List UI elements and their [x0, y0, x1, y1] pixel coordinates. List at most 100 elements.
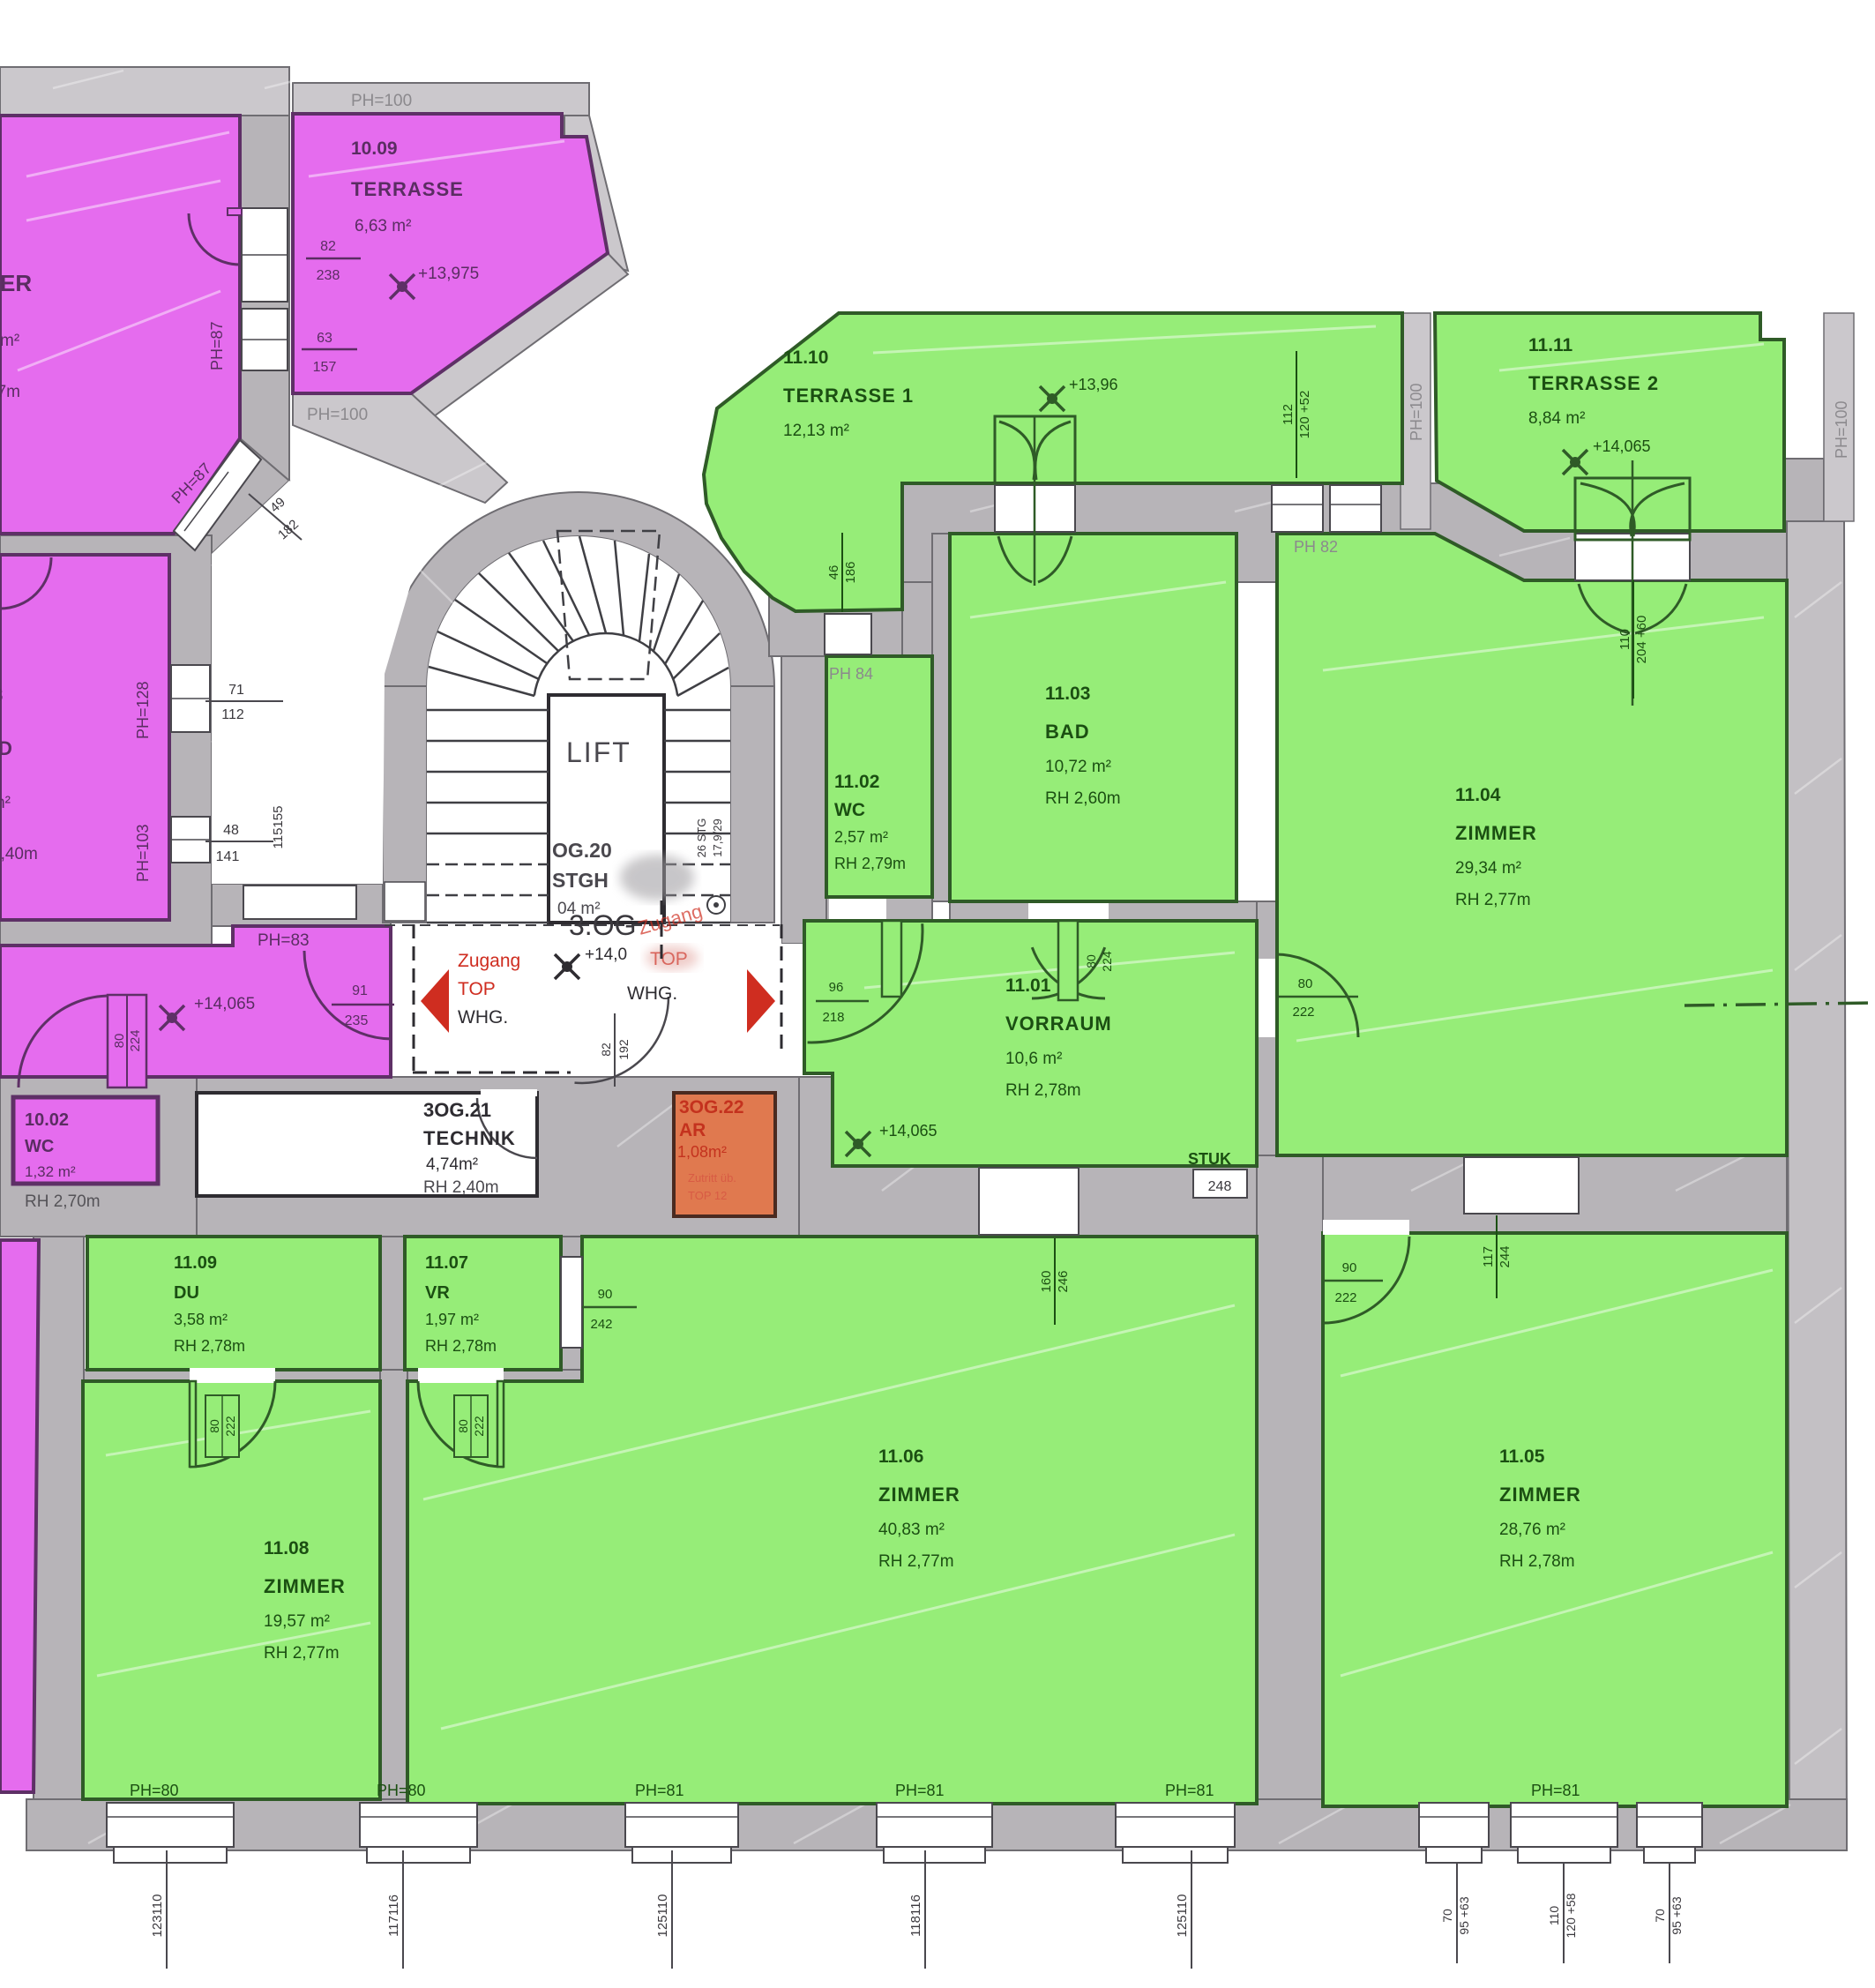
svg-text:96: 96 — [829, 980, 844, 995]
svg-text:141: 141 — [216, 849, 240, 864]
svg-text:125110: 125110 — [655, 1895, 670, 1938]
svg-text:Zutritt üb.: Zutritt üb. — [688, 1171, 736, 1185]
svg-text:12,13 m²: 12,13 m² — [783, 422, 849, 440]
svg-text:TOP: TOP — [458, 979, 496, 999]
svg-text:95 +63: 95 +63 — [1670, 1896, 1684, 1934]
svg-text:77m: 77m — [0, 383, 20, 401]
svg-text:157: 157 — [313, 360, 337, 375]
svg-text:46: 46 — [826, 565, 841, 580]
svg-text:PH 82: PH 82 — [1294, 538, 1338, 556]
svg-text:11.08: 11.08 — [264, 1538, 310, 1558]
svg-text:RH 2,77m: RH 2,77m — [264, 1644, 340, 1663]
svg-text:ZIMMER: ZIMMER — [878, 1484, 960, 1506]
svg-text:ER: ER — [0, 270, 32, 296]
svg-text:WC: WC — [25, 1137, 54, 1156]
svg-text:186: 186 — [843, 561, 858, 583]
svg-text:AR: AR — [679, 1120, 706, 1140]
svg-text:80: 80 — [112, 1034, 127, 1049]
svg-text:3OG.22: 3OG.22 — [679, 1097, 744, 1117]
svg-text:TOP 12: TOP 12 — [688, 1189, 727, 1202]
svg-text:04 m²: 04 m² — [557, 900, 601, 918]
svg-text:PH=81: PH=81 — [1531, 1782, 1580, 1799]
svg-text:11.10: 11.10 — [783, 348, 828, 368]
svg-text:19,57 m²: 19,57 m² — [264, 1612, 330, 1631]
svg-text:ZIMMER: ZIMMER — [1455, 822, 1537, 844]
svg-text:222: 222 — [472, 1416, 486, 1437]
svg-text:PH=81: PH=81 — [1165, 1782, 1214, 1799]
svg-text:117: 117 — [1481, 1246, 1496, 1267]
svg-text:238: 238 — [317, 268, 340, 283]
svg-text:17,9/29: 17,9/29 — [711, 818, 724, 856]
svg-text:242: 242 — [590, 1317, 612, 1332]
svg-text:91: 91 — [352, 983, 368, 998]
svg-text:95 +63: 95 +63 — [1457, 1896, 1471, 1934]
svg-text:RH 2,78m: RH 2,78m — [174, 1337, 245, 1355]
svg-text:RH 2,77m: RH 2,77m — [878, 1552, 954, 1571]
svg-text:WC: WC — [834, 800, 865, 820]
svg-text:PH=87: PH=87 — [208, 321, 226, 370]
svg-text:26 STG: 26 STG — [695, 818, 708, 858]
svg-text:112: 112 — [1281, 404, 1296, 425]
svg-text:+13,96: +13,96 — [1069, 376, 1118, 393]
svg-text:RH 2,60m: RH 2,60m — [1045, 789, 1121, 808]
svg-text:90: 90 — [598, 1287, 613, 1302]
svg-text:4,74m²: 4,74m² — [426, 1155, 478, 1174]
svg-text:+14,0: +14,0 — [585, 945, 627, 964]
svg-text:40,83 m²: 40,83 m² — [878, 1521, 945, 1539]
svg-text:OG.20: OG.20 — [552, 839, 612, 862]
svg-text:1,32 m²: 1,32 m² — [25, 1163, 76, 1180]
svg-text:11.04: 11.04 — [1455, 785, 1501, 805]
svg-text:3.OG: 3.OG — [569, 909, 636, 941]
svg-text:10,6 m²: 10,6 m² — [1005, 1050, 1062, 1068]
svg-text:+14,065: +14,065 — [879, 1122, 938, 1140]
svg-text:PH=100: PH=100 — [307, 406, 368, 424]
svg-text:PH=81: PH=81 — [635, 1782, 684, 1799]
svg-text:VR: VR — [425, 1283, 450, 1303]
svg-text:11.07: 11.07 — [425, 1253, 468, 1273]
svg-text:224: 224 — [1100, 951, 1114, 972]
svg-text:TERRASSE 1: TERRASSE 1 — [783, 385, 914, 407]
svg-text:11.05: 11.05 — [1499, 1446, 1545, 1467]
svg-text:110: 110 — [1547, 1906, 1561, 1926]
svg-text:PH=100: PH=100 — [351, 92, 412, 110]
svg-text:70: 70 — [1653, 1909, 1667, 1923]
svg-text:10.09: 10.09 — [351, 138, 398, 159]
svg-text:246: 246 — [1056, 1270, 1071, 1292]
svg-text:80: 80 — [1298, 976, 1313, 991]
svg-text:1,97 m²: 1,97 m² — [425, 1311, 479, 1328]
svg-text:STUK: STUK — [1188, 1150, 1231, 1168]
svg-text:117116: 117116 — [386, 1895, 401, 1937]
svg-text:29,34 m²: 29,34 m² — [1455, 859, 1521, 878]
svg-text:RH 2,79m: RH 2,79m — [834, 855, 906, 872]
svg-text:RH 2,78m: RH 2,78m — [1499, 1552, 1575, 1571]
svg-text:LIFT: LIFT — [566, 736, 631, 768]
svg-text:70: 70 — [1440, 1909, 1454, 1923]
svg-text:1,08m²: 1,08m² — [677, 1143, 727, 1161]
svg-text:10,72 m²: 10,72 m² — [1045, 758, 1111, 776]
svg-text:222: 222 — [1292, 1005, 1314, 1020]
svg-text:TECHNIK: TECHNIK — [423, 1127, 516, 1149]
svg-text:11.01: 11.01 — [1005, 975, 1051, 996]
svg-text:80: 80 — [207, 1419, 221, 1433]
svg-text:ZIMMER: ZIMMER — [1499, 1484, 1581, 1506]
svg-text:235: 235 — [345, 1013, 369, 1028]
svg-text:2,57 m²: 2,57 m² — [834, 828, 888, 846]
svg-text:115155: 115155 — [271, 806, 286, 849]
svg-text:11.09: 11.09 — [174, 1253, 217, 1273]
svg-text:80: 80 — [456, 1419, 470, 1433]
svg-text:222: 222 — [1334, 1290, 1356, 1305]
svg-text:PH=100: PH=100 — [1408, 383, 1425, 441]
svg-text:RH 2,78m: RH 2,78m — [425, 1337, 497, 1355]
svg-text:RH 2,78m: RH 2,78m — [1005, 1081, 1081, 1100]
svg-text:PH=81: PH=81 — [895, 1782, 945, 1799]
svg-text:3 m²: 3 m² — [0, 794, 11, 812]
svg-text:110: 110 — [1617, 629, 1632, 650]
svg-text:RH 2,40m: RH 2,40m — [423, 1178, 499, 1197]
svg-text:BAD: BAD — [1045, 721, 1090, 743]
svg-text:WHG.: WHG. — [458, 1007, 508, 1028]
svg-text:3OG.21: 3OG.21 — [423, 1099, 491, 1121]
svg-text:2,40m: 2,40m — [0, 845, 38, 863]
svg-text:123110: 123110 — [150, 1895, 165, 1938]
svg-text:RH 2,77m: RH 2,77m — [1455, 891, 1531, 909]
svg-text:PH=80: PH=80 — [130, 1782, 179, 1799]
